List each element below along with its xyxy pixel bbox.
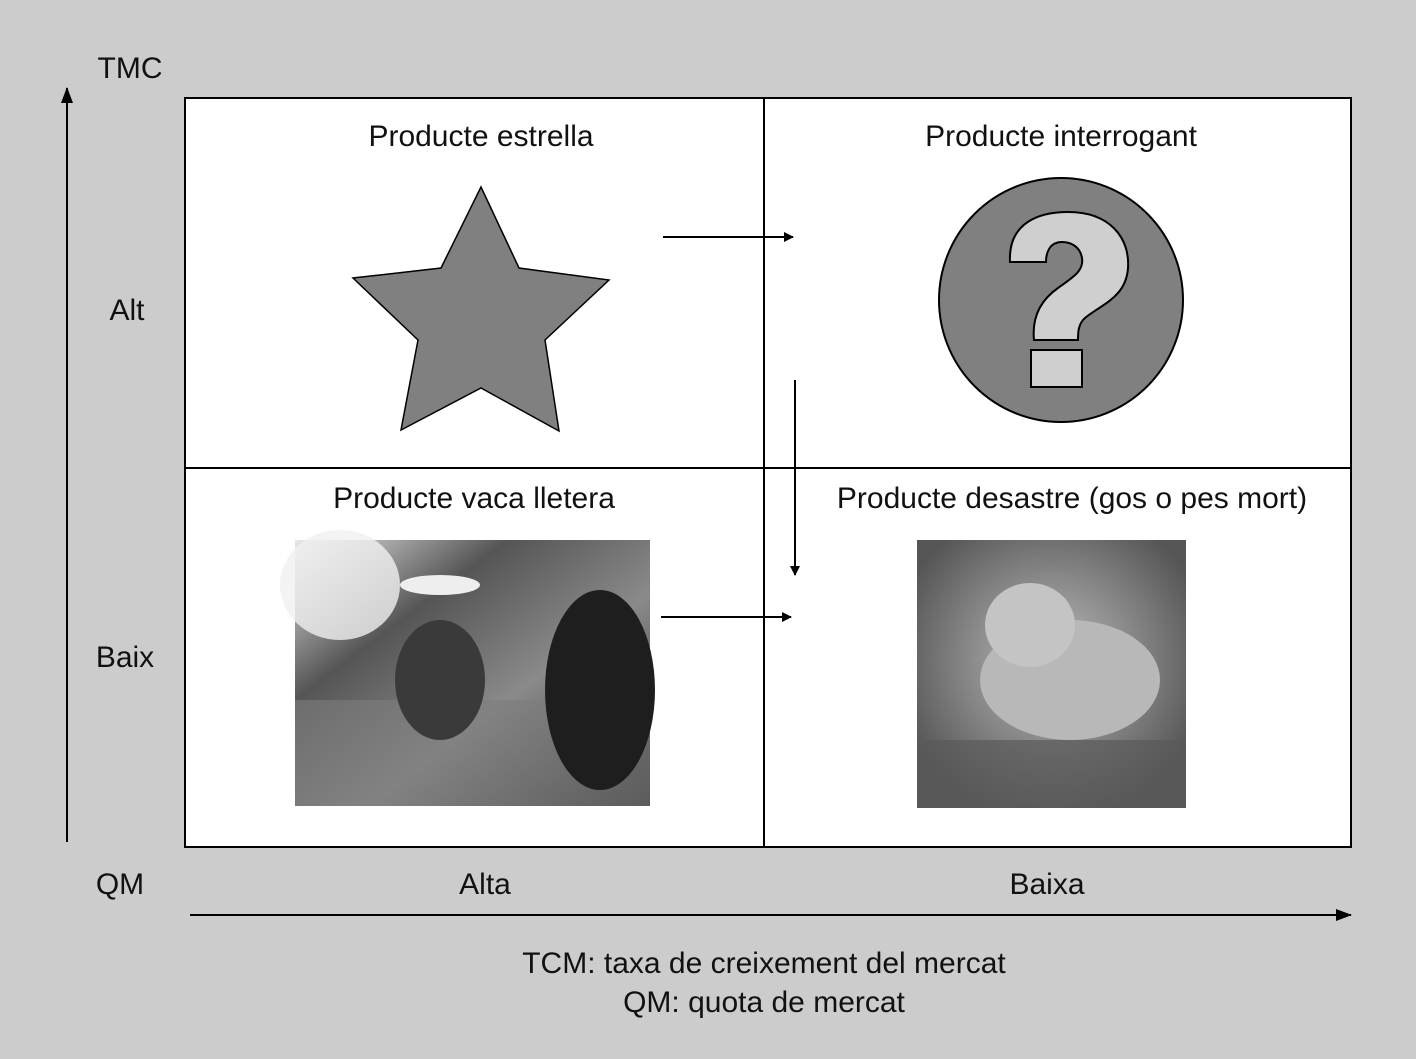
quadrant-cow-title: Producte vaca lletera <box>333 482 615 515</box>
y-axis-high-label: Alt <box>109 294 145 327</box>
legend-qm: QM: quota de mercat <box>623 986 905 1019</box>
x-axis-low-label: Baixa <box>1009 868 1084 901</box>
y-axis-low-label: Baix <box>96 641 154 674</box>
cow-milking-photo <box>280 530 655 806</box>
bulldog-photo <box>917 540 1186 808</box>
question-mark-icon <box>938 177 1184 423</box>
y-axis-title: TMC <box>98 52 163 85</box>
star-icon <box>351 185 611 433</box>
quadrant-dog-title: Producte desastre (gos o pes mort) <box>837 482 1307 515</box>
x-axis-high-label: Alta <box>459 868 511 901</box>
legend-tcm: TCM: taxa de creixement del mercat <box>522 947 1006 980</box>
x-axis-title: QM <box>96 868 144 901</box>
quadrant-star-title: Producte estrella <box>368 120 593 153</box>
quadrant-question-title: Producte interrogant <box>925 120 1197 153</box>
